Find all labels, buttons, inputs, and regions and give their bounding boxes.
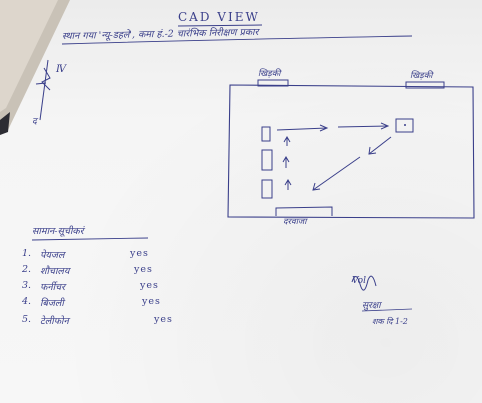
item-name: पेयजल [40, 250, 65, 261]
item-number: 2. [22, 264, 32, 275]
window-left [257, 79, 289, 87]
item-number: 4. [22, 296, 32, 307]
south-label: द [32, 117, 37, 127]
target-box [395, 118, 414, 133]
flow-arrows [276, 122, 392, 191]
door-label: दरवाजा [283, 217, 307, 227]
compass-icon [35, 59, 51, 121]
window-right-label: खिड़की [410, 71, 433, 81]
north-label: Ⅳ [56, 64, 66, 75]
item-number: 5. [22, 314, 32, 325]
item-status: yes [142, 296, 161, 307]
window-left-label: खिड़की [258, 69, 281, 79]
item-status: yes [134, 264, 153, 275]
page-title: CAD VIEW [178, 10, 260, 24]
signature: Vol [352, 276, 366, 286]
room-outline [227, 84, 475, 219]
item-name: टेलीफोन [40, 316, 69, 327]
furniture-column [261, 126, 273, 199]
signature-scribble [351, 275, 377, 291]
signer-name: सुरक्षा [362, 301, 381, 311]
item-status: yes [154, 314, 173, 325]
checklist-title: सामान-सूचीकरं [32, 226, 84, 237]
item-name: शौचालय [40, 266, 70, 277]
subtitle-underline [61, 35, 413, 45]
item-status: yes [130, 248, 149, 259]
item-status: yes [140, 280, 159, 291]
item-name: बिजली [40, 298, 64, 309]
checklist-underline [31, 237, 149, 241]
title-underline [177, 24, 263, 27]
door [275, 206, 333, 216]
sign-date: शक दि 1-2 [372, 317, 408, 326]
item-name: फर्नीचर [40, 282, 65, 293]
item-number: 1. [22, 248, 32, 259]
window-right [405, 81, 445, 89]
item-number: 3. [22, 280, 32, 291]
signature-underline [361, 308, 413, 312]
